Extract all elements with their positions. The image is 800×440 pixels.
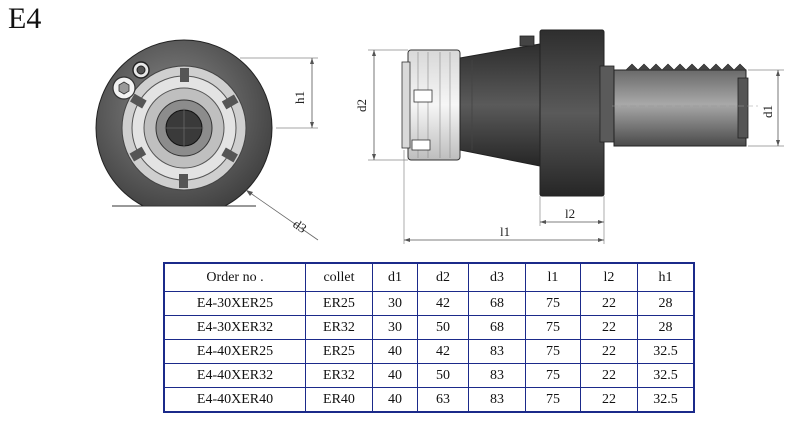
table-header-row: Order no . collet d1 d2 d3 l1 l2 h1 [163, 262, 695, 292]
cell-d3: 83 [468, 387, 526, 413]
cell-l2: 22 [580, 291, 638, 316]
cell-l1: 75 [525, 339, 581, 364]
side-flange [539, 29, 605, 197]
cell-d2: 50 [417, 363, 469, 388]
cell-order-no: E4-30XER25 [163, 291, 306, 316]
cell-d2: 42 [417, 291, 469, 316]
cell-d3: 83 [468, 339, 526, 364]
cell-collet: ER32 [305, 363, 373, 388]
cell-l2: 22 [580, 387, 638, 413]
cell-l1: 75 [525, 291, 581, 316]
header-l1: l1 [525, 262, 581, 292]
cell-order-no: E4-40XER40 [163, 387, 306, 413]
side-shank [613, 69, 747, 147]
table-row: E4-30XER32 ER32 30 50 68 75 22 28 [163, 315, 695, 340]
table-row: E4-40XER32 ER32 40 50 83 75 22 32.5 [163, 363, 695, 388]
table-row: E4-30XER25 ER25 30 42 68 75 22 28 [163, 291, 695, 316]
cell-h1: 28 [637, 315, 695, 340]
cell-h1: 32.5 [637, 339, 695, 364]
dim-d1: d1 [760, 105, 775, 118]
cell-d2: 50 [417, 315, 469, 340]
cell-l1: 75 [525, 315, 581, 340]
cell-order-no: E4-40XER25 [163, 339, 306, 364]
dim-d3: d3 [290, 216, 309, 236]
cell-order-no: E4-30XER32 [163, 315, 306, 340]
cell-d1: 30 [372, 291, 418, 316]
header-d2: d2 [417, 262, 469, 292]
table-row: E4-40XER25 ER25 40 42 83 75 22 32.5 [163, 339, 695, 364]
cell-d1: 40 [372, 339, 418, 364]
front-view: h1 d3 [94, 39, 319, 241]
header-collet: collet [305, 262, 373, 292]
dim-d2: d2 [354, 99, 369, 112]
front-flat [94, 206, 274, 224]
cell-collet: ER25 [305, 291, 373, 316]
cell-l1: 75 [525, 363, 581, 388]
cell-l2: 22 [580, 315, 638, 340]
cell-d2: 42 [417, 339, 469, 364]
dim-l2: l2 [565, 206, 575, 221]
cell-d3: 68 [468, 291, 526, 316]
cell-h1: 32.5 [637, 387, 695, 413]
cell-d3: 68 [468, 315, 526, 340]
header-d1: d1 [372, 262, 418, 292]
spec-table: Order no . collet d1 d2 d3 l1 l2 h1 E4-3… [163, 262, 695, 413]
cell-order-no: E4-40XER32 [163, 363, 306, 388]
cell-d3: 83 [468, 363, 526, 388]
cell-collet: ER32 [305, 315, 373, 340]
side-view: d2 d1 l2 l1 [354, 29, 784, 244]
header-h1: h1 [637, 262, 695, 292]
side-serration [625, 63, 747, 71]
cell-l2: 22 [580, 339, 638, 364]
cell-h1: 32.5 [637, 363, 695, 388]
cell-d1: 40 [372, 363, 418, 388]
table-row: E4-40XER40 ER40 40 63 83 75 22 32.5 [163, 387, 695, 413]
cell-d1: 40 [372, 387, 418, 413]
cell-d1: 30 [372, 315, 418, 340]
cell-collet: ER25 [305, 339, 373, 364]
cell-d2: 63 [417, 387, 469, 413]
model-title: E4 [8, 2, 42, 35]
technical-drawing: h1 d3 d2 [94, 29, 784, 244]
cell-h1: 28 [637, 291, 695, 316]
cell-collet: ER40 [305, 387, 373, 413]
cell-l1: 75 [525, 387, 581, 413]
dim-l1: l1 [500, 224, 510, 239]
dim-h1: h1 [292, 91, 307, 104]
header-order-no: Order no . [163, 262, 306, 292]
header-l2: l2 [580, 262, 638, 292]
header-d3: d3 [468, 262, 526, 292]
cell-l2: 22 [580, 363, 638, 388]
